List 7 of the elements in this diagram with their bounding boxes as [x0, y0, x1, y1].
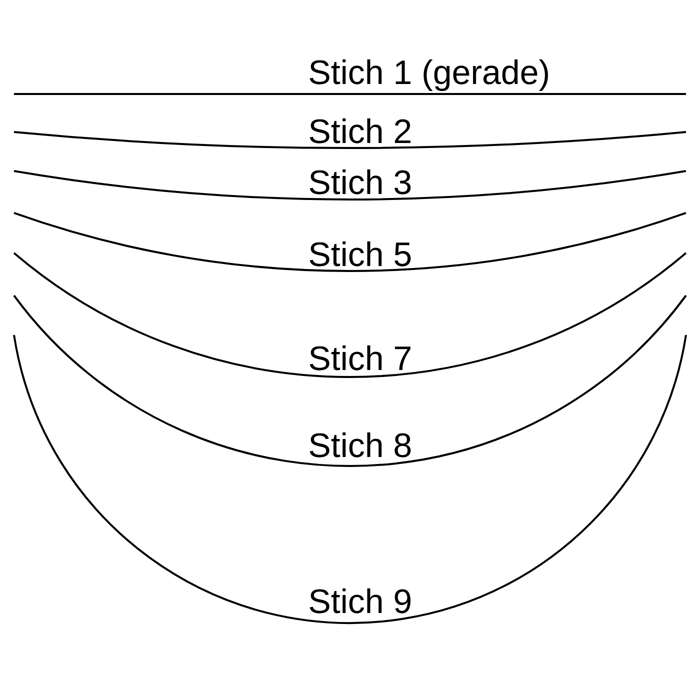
curve-label: Stich 3 [310, 169, 411, 194]
curve-label: Stich 1 (gerade) [310, 59, 548, 92]
curve-label: Stich 8 [310, 432, 411, 458]
curve-label: Stich 9 [310, 588, 410, 614]
curve-label: Stich 7 [310, 345, 410, 370]
curve-label: Stich 2 [310, 118, 410, 144]
curve-label: Stich 5 [310, 241, 411, 266]
